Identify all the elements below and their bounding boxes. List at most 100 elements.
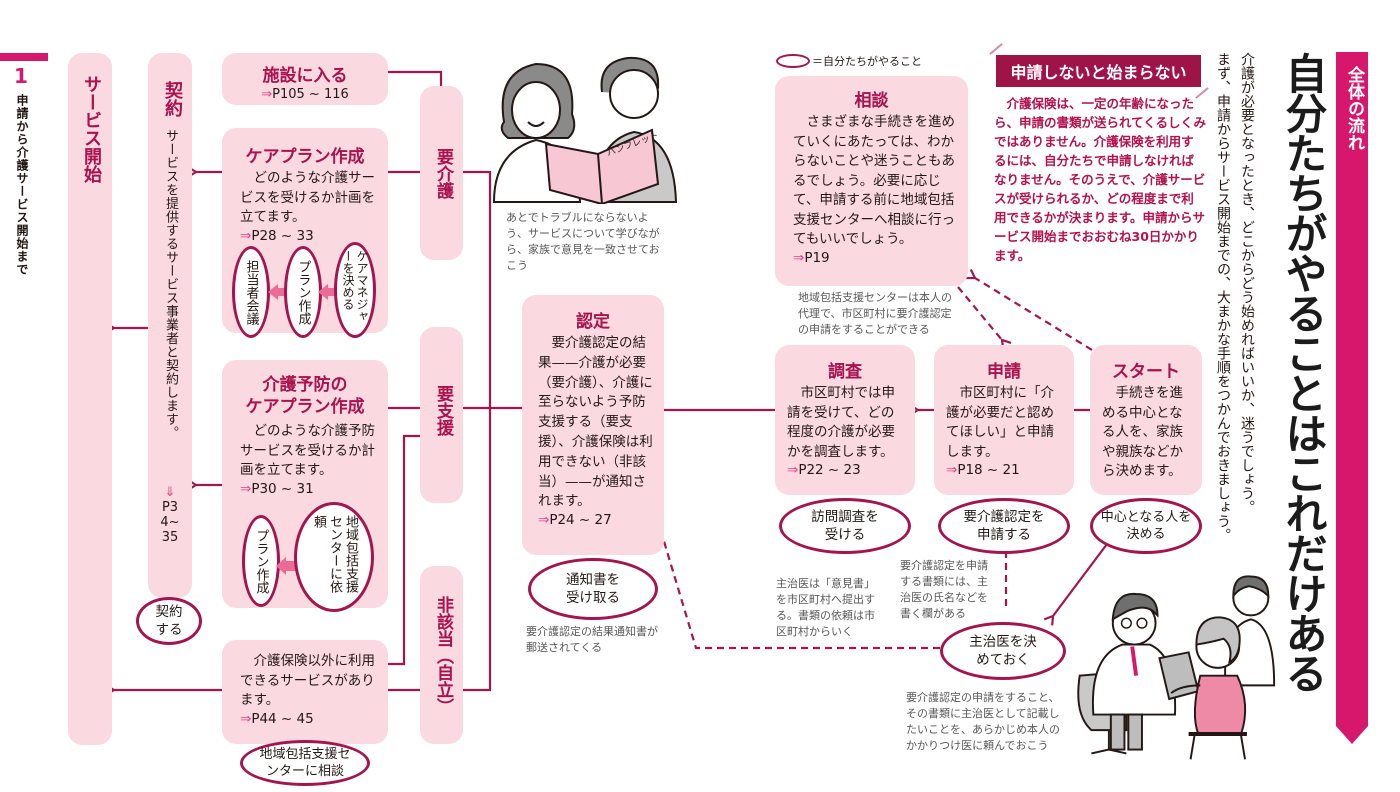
pink-arrow-icon xyxy=(276,557,286,575)
yobo-substep-1-text: 地域包括支援センターに依頼 xyxy=(311,515,358,593)
shinsei-ref: ⇒P18 ~ 21 xyxy=(934,462,1074,478)
shisetsu-title: 施設に入る xyxy=(262,66,348,86)
start-box: スタート 手続きを進める中心となる人を、家族や親族などから決めます。 xyxy=(1090,345,1202,495)
notice-title: 申請しないと始まらない xyxy=(1010,63,1187,82)
service-start-title: サービス開始 xyxy=(81,75,102,183)
other-ref: ⇒P44 ~ 45 xyxy=(222,711,388,727)
ref-arrow-icon: ⇒ xyxy=(538,512,550,529)
dashed-soudan-to-shinsei xyxy=(957,286,1002,340)
chapter-bar xyxy=(0,53,48,61)
tag-banner-label: 全体の流れ xyxy=(1344,66,1364,151)
start-title: スタート xyxy=(1112,362,1180,382)
ref-arrow-icon: ⇒ xyxy=(261,87,273,102)
shinsei-action-oval: 要介護認定を申請する xyxy=(938,498,1070,554)
notice-heading-band: 申請しないと始まらない xyxy=(996,55,1201,87)
result-yokaigo: 要介護 xyxy=(420,86,463,260)
pink-arrow-shaft xyxy=(277,288,287,296)
yobo-ref-text: P30 ~ 31 xyxy=(251,480,314,497)
lead-text-column: まず、申請からサービス開始までの、大まかな手順をつかんでおきましょう。 介護が必… xyxy=(1212,52,1260,552)
legend-text: ＝自分たちがやること xyxy=(812,55,922,68)
keiyaku-action-text: 契約する xyxy=(155,604,183,638)
ref-arrow-icon: ⇒ xyxy=(240,710,252,727)
chapter-label: 申請から介護サービス開始まで xyxy=(15,94,29,276)
ref-arrow-icon: ⇒ xyxy=(787,462,799,478)
yobo-title-line2: ケアプラン作成 xyxy=(245,397,365,417)
start-action-text: 中心となる人を決める xyxy=(1100,510,1192,542)
nintei-note: 要介護認定の結果通知書が郵送されてくる xyxy=(526,625,658,654)
chousa-box: 調査 市区町村では申請を受けて、どの程度の介護が必要かを調査します。 ⇒P22 … xyxy=(775,345,915,495)
family-caption: あとでトラブルにならないよう、サービスについて学びながら、家族で意見を一致させて… xyxy=(506,211,660,272)
start-body: 手続きを進める中心となる人を、家族や親族などから決めます。 xyxy=(1102,385,1183,479)
result-yokaigo-label: 要介護 xyxy=(433,148,453,199)
service-start-column: サービス開始 xyxy=(68,53,112,745)
family-reading-illustration: パンフレット xyxy=(492,56,678,204)
shinsei-ref-text: P18 ~ 21 xyxy=(957,462,1020,478)
arrow-start-to-shujii xyxy=(1053,539,1111,616)
chousa-title: 調査 xyxy=(828,362,862,382)
dashed-start-to-soudan xyxy=(975,278,1093,351)
yobo-substep-2: プラン作成 xyxy=(242,515,280,607)
keiyaku-body: サービスを提供するサービス事業者と契約します。 xyxy=(163,129,178,440)
careplan-substep-1: ケアマネジャーを決める xyxy=(334,242,376,338)
pink-arrow-shaft xyxy=(327,288,337,296)
start-action-oval: 中心となる人を決める xyxy=(1090,498,1202,554)
pink-arrow-shaft xyxy=(285,561,297,571)
keiyaku-column: 契約 サービスを提供するサービス事業者と契約します。 ⇓ P34~35 xyxy=(148,53,192,598)
soudan-ref: ⇒P19 xyxy=(775,250,968,266)
other-body: 介護保険以外に利用できるサービスがあります。 xyxy=(240,653,375,708)
shisetsu-ref-text: P105 ~ 116 xyxy=(272,87,349,102)
soudan-title: 相談 xyxy=(854,91,889,111)
legend-oval-icon xyxy=(776,54,810,68)
yobo-ref: ⇒P30 ~ 31 xyxy=(222,481,388,497)
careplan-substep-3-text: 担当者会議 xyxy=(243,259,259,325)
careplan-substep-1-text: ケアマネジャーを決める xyxy=(341,250,369,322)
lead-line-1: 介護が必要となったとき、どこからどう始めればいいか、迷うでしょう。 xyxy=(1239,52,1255,514)
chousa-body: 市区町村では申請を受けて、どの程度の介護が必要かを調査します。 xyxy=(787,385,895,460)
tag-banner-point xyxy=(1336,726,1368,744)
careplan-substep-3: 担当者会議 xyxy=(232,246,270,338)
yobo-substep-1: 地域包括支援センターに依頼 xyxy=(294,502,374,612)
arrow-yoshien-to-other xyxy=(388,434,420,664)
shujii-action-oval: 主治医を決めておく xyxy=(940,622,1066,680)
yobo-title-line1: 介護予防の xyxy=(262,375,348,395)
chousa-ref: ⇒P22 ~ 23 xyxy=(775,462,915,478)
keiyaku-ref-text: P34~35 xyxy=(160,500,180,545)
nintei-action-oval: 通知書を受け取る xyxy=(528,558,658,620)
other-ref-text: P44 ~ 45 xyxy=(251,710,314,727)
chousa-action-text: 訪問調査を受ける xyxy=(811,509,879,543)
nintei-ref: ⇒P24 ~ 27 xyxy=(522,512,664,528)
tag-banner xyxy=(1336,52,1368,726)
soudan-ref-text: P19 xyxy=(804,249,830,266)
other-action-text: 地域包括支援センターに相談 xyxy=(259,747,351,779)
nintei-action-text: 通知書を受け取る xyxy=(566,572,620,606)
result-yoshien-label: 要支援 xyxy=(433,385,453,436)
shinsei-box: 申請 市区町村に「介護が必要だと認めてほしい」と申請します。 ⇒P18 ~ 21 xyxy=(934,345,1074,495)
shisetsu-box: 施設に入る ⇒P105 ~ 116 xyxy=(222,53,388,105)
result-higaitou: 非該当（自立） xyxy=(420,566,463,744)
result-higaitou-label: 非該当（自立） xyxy=(433,596,453,715)
arrow-yokaigo-to-shisetsu xyxy=(388,72,443,86)
careplan-ref-text: P28 ~ 33 xyxy=(251,227,314,244)
doctor-consultation-illustration xyxy=(1077,575,1276,760)
careplan-ref: ⇒P28 ~ 33 xyxy=(222,228,388,244)
shinsei-title: 申請 xyxy=(987,362,1021,382)
soudan-note: 地域包括支援センターは本人の代理で、市区町村に要介護認定の申請をすることができる xyxy=(798,291,952,336)
soudan-box: 相談 さまざまな手続きを進めていくにあたっては、わからないことや迷うこともあるで… xyxy=(775,76,968,286)
ref-arrow-icon: ⇒ xyxy=(793,249,805,266)
shinsei-action-text: 要介護認定を申請する xyxy=(963,509,1045,543)
ref-arrow-icon: ⇓ xyxy=(164,485,176,500)
yobo-body: どのような介護予防サービスを受けるか計画を立てます。 xyxy=(240,423,375,478)
dashed-shujii-to-nintei xyxy=(660,528,940,650)
shujii-note-below: 要介護認定の申請をすること、その書類に主治医として記載したいことを、あらかじめ本… xyxy=(906,691,1060,752)
nintei-title: 認定 xyxy=(576,312,610,332)
legend: ＝自分たちがやること xyxy=(776,53,922,69)
pink-arrow-icon xyxy=(318,284,328,300)
careplan-title: ケアプラン作成 xyxy=(245,147,365,167)
keiyaku-action-oval: 契約する xyxy=(136,597,202,645)
other-services-box: 介護保険以外に利用できるサービスがあります。 ⇒P44 ~ 45 xyxy=(222,640,388,744)
notice-body: 介護保険は、一定の年齢になったら、申請の書類が送られてくるしくみではありません。… xyxy=(994,96,1207,263)
shisetsu-ref: ⇒P105 ~ 116 xyxy=(222,87,388,102)
nintei-body: 要介護認定の結果——介護が必要（要介護）、介護に至らないよう予防支援する（要支援… xyxy=(538,335,653,510)
shujii-note-left: 主治医は「意見書」を市区町村へ提出する。書類の依頼は市区町村からいく xyxy=(776,577,875,638)
